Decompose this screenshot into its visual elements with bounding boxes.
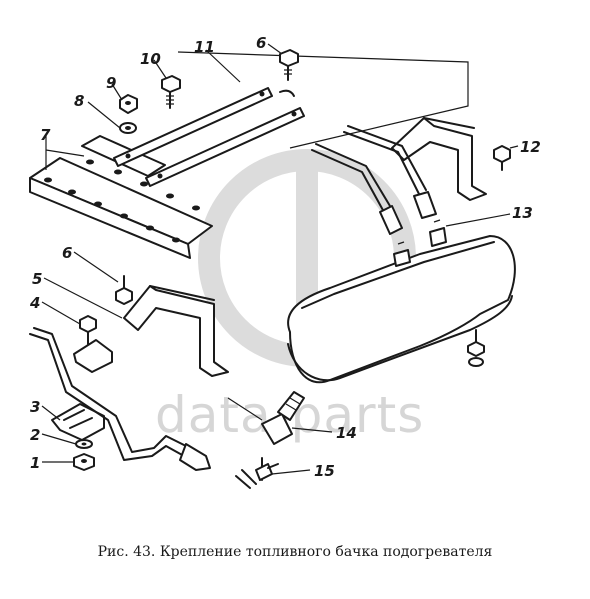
callout-6-lower: 6 <box>62 244 72 262</box>
callout-13: 13 <box>512 204 533 222</box>
part-3-clip <box>51 403 105 441</box>
part-14-elbow <box>261 391 305 445</box>
strip-front-face <box>29 177 191 259</box>
callout-1: 1 <box>30 454 40 472</box>
part-15-tap <box>235 457 279 489</box>
assembly-line-top <box>177 51 469 149</box>
part-12-bolt <box>493 145 511 171</box>
strap-upper <box>113 87 273 167</box>
assembly-line-14 <box>227 397 263 421</box>
fuel-line-nut-right <box>413 191 437 219</box>
part-6-bolt-top <box>279 49 299 81</box>
callout-7: 7 <box>40 126 51 144</box>
strap-clip <box>279 89 295 97</box>
part-1-nut <box>73 453 95 471</box>
fuel-line-nut-left <box>379 205 403 235</box>
strip-holes <box>44 159 200 243</box>
leader-lines <box>41 43 519 475</box>
tank-body <box>287 235 516 384</box>
figure-caption: Рис. 43. Крепление топливного бачка подо… <box>97 544 493 560</box>
callout-14: 14 <box>336 424 357 442</box>
tank-mount-stud <box>467 329 485 367</box>
fuel-pipe-nut <box>179 443 211 471</box>
tank-fittings <box>393 219 447 267</box>
callout-3: 3 <box>30 398 40 416</box>
callout-8: 8 <box>74 92 84 110</box>
callout-5: 5 <box>32 270 42 288</box>
fuel-pipe <box>29 327 211 471</box>
upper-bracket <box>391 117 487 201</box>
part-7-strip <box>29 135 213 259</box>
callout-2: 2 <box>30 426 40 444</box>
lower-bracket <box>123 285 229 377</box>
callout-10: 10 <box>140 50 161 68</box>
tank-seam <box>287 295 513 382</box>
assembly-lines <box>177 51 469 421</box>
callout-labels: 1 2 3 4 5 6 6 7 8 9 10 11 12 13 14 15 <box>29 34 541 480</box>
part-11-straps <box>113 87 305 187</box>
strap-lower <box>145 107 305 187</box>
callout-12: 12 <box>520 138 541 156</box>
part-9-nut <box>119 94 138 114</box>
part-8-washer <box>119 122 137 134</box>
part-6-bolt-lower <box>115 275 133 305</box>
part-10-bolt <box>161 75 181 109</box>
callout-4: 4 <box>29 294 40 312</box>
callout-11: 11 <box>194 38 215 56</box>
fuel-lines <box>311 125 437 235</box>
tank-top-edge <box>301 241 495 309</box>
part-4-clamp <box>73 315 113 373</box>
callout-9: 9 <box>106 74 116 92</box>
part-2-washer <box>75 439 93 449</box>
part-13-fuel-tank <box>287 219 516 384</box>
callout-15: 15 <box>314 462 335 480</box>
callout-6-top: 6 <box>256 34 266 52</box>
